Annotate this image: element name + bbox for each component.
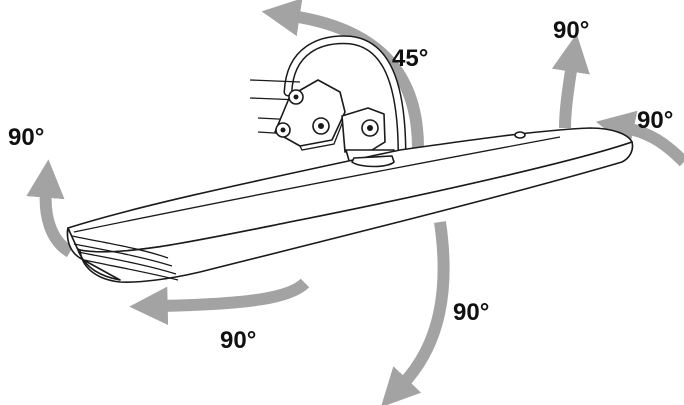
bolt-icon xyxy=(312,117,330,135)
bolt-icon xyxy=(275,122,291,138)
label-right-end: 90° xyxy=(637,107,673,134)
label-top-tilt: 45° xyxy=(392,45,428,72)
left-end-arrow xyxy=(26,159,74,258)
bar-end-cap xyxy=(66,227,179,281)
label-left-end: 90° xyxy=(8,124,44,151)
tilt-45-arrow xyxy=(261,0,424,149)
top-right-up-arrow xyxy=(551,33,590,129)
bar-front-face xyxy=(79,141,634,283)
bottom-left-arrow xyxy=(129,278,310,326)
label-top-right: 90° xyxy=(553,17,589,44)
neck-collar xyxy=(351,155,395,168)
pole-line xyxy=(249,79,301,83)
angle-labels: 45° 90° 90° 90° 90° 90° xyxy=(8,17,673,354)
mounting-arm xyxy=(249,35,407,165)
bolt-icon xyxy=(288,89,304,105)
rotation-arrows xyxy=(26,0,684,405)
luminaire-bar xyxy=(66,127,634,283)
label-bottom-left: 90° xyxy=(220,327,256,354)
bottom-center-arrow xyxy=(380,221,450,405)
bar-screw-icon xyxy=(514,131,526,139)
right-end-arrow xyxy=(595,110,684,167)
label-bottom-center: 90° xyxy=(453,299,489,326)
